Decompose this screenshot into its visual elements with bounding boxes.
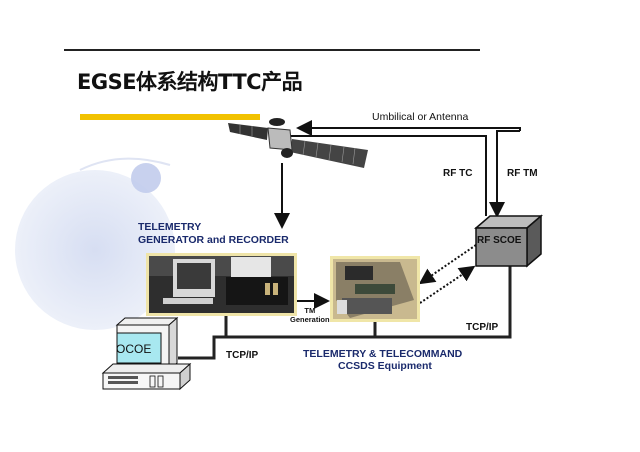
ttc-equipment-photo: [330, 256, 420, 322]
telemetry-generator-label-line2: GENERATOR and RECORDER: [138, 234, 289, 246]
tcpip-bus: [178, 266, 512, 360]
rf-tc-link: [289, 135, 487, 216]
rf-scoe-label: RF SCOE: [477, 235, 522, 246]
slide-title: EGSE体系结构TTC产品: [77, 70, 303, 94]
tm-generation-label: TM Generation: [290, 306, 330, 324]
accent-bar: [80, 114, 260, 120]
tm-generation-label-line1: TM: [304, 306, 316, 315]
ocoe-computer-icon: [101, 316, 192, 391]
satellite-icon: [228, 118, 368, 168]
ttc-equipment-label-line2: CCSDS Equipment: [338, 360, 432, 372]
dotted-link-to-scoe: [419, 265, 476, 304]
ocoe-label: OCOE: [116, 342, 152, 356]
tcpip-left-label: TCP/IP: [226, 350, 259, 361]
tm-generation-label-line2: Generation: [290, 315, 330, 324]
ttc-equipment-label-line1: TELEMETRY & TELECOMMAND: [303, 348, 463, 360]
top-divider: [64, 49, 480, 51]
umbilical-antenna-label: Umbilical or Antenna: [372, 111, 469, 123]
rf-tm-label: RF TM: [507, 168, 538, 179]
rf-tc-label: RF TC: [443, 168, 473, 179]
rf-scoe-box: [473, 214, 544, 268]
telemetry-generator-label-line1: TELEMETRY: [138, 221, 202, 233]
dotted-link-to-ttc: [418, 244, 477, 285]
tcpip-right-label: TCP/IP: [466, 322, 499, 333]
telemetry-generator-photo: [146, 253, 297, 316]
